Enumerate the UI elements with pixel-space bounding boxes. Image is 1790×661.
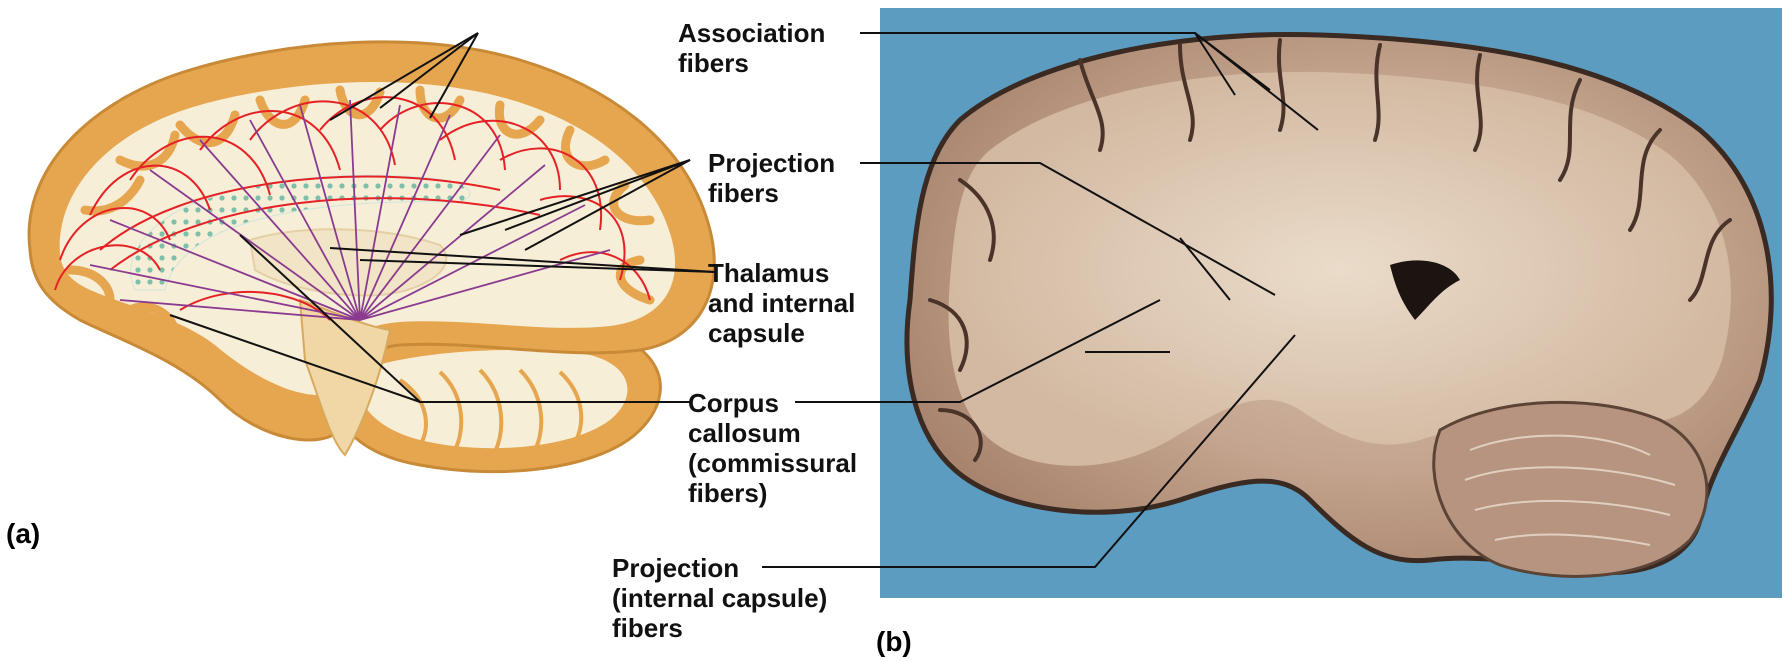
label-line: fibers	[612, 613, 827, 643]
panel-b-photo	[762, 8, 1782, 598]
panel-a-tag: (a)	[6, 518, 40, 550]
label-line: fibers)	[688, 478, 857, 508]
corpus-callosum-label: Corpus callosum (commissural fibers)	[688, 388, 857, 508]
label-line: Projection	[612, 553, 827, 583]
panel-b-tag: (b)	[876, 626, 912, 658]
label-line: Association	[678, 18, 825, 48]
label-line: Projection	[708, 148, 835, 178]
label-line: callosum	[688, 418, 857, 448]
thalamus-label: Thalamus and internal capsule	[708, 258, 855, 348]
label-line: fibers	[708, 178, 835, 208]
label-line: capsule	[708, 318, 855, 348]
label-line: and internal	[708, 288, 855, 318]
label-line: Thalamus	[708, 258, 855, 288]
photo-cerebellum	[1434, 402, 1707, 576]
label-line: fibers	[678, 48, 825, 78]
label-line: (internal capsule)	[612, 583, 827, 613]
projection-internal-capsule-label: Projection (internal capsule) fibers	[612, 553, 827, 643]
label-line: Corpus	[688, 388, 857, 418]
association-fibers-label: Association fibers	[678, 18, 825, 78]
panel-a-illustration	[29, 33, 715, 472]
projection-fibers-label: Projection fibers	[708, 148, 835, 208]
label-line: (commissural	[688, 448, 857, 478]
